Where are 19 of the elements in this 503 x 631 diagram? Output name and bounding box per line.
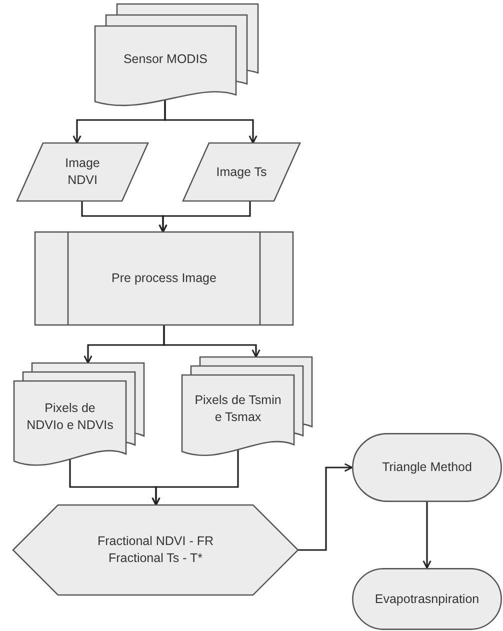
data-parallelogram <box>183 143 300 201</box>
arrow <box>158 201 251 233</box>
preparation-hexagon <box>13 505 298 595</box>
arrow <box>152 448 239 506</box>
data-parallelogram <box>17 143 148 201</box>
arrow <box>164 98 258 144</box>
arrow <box>163 325 260 358</box>
node-label: Sensor MODIS <box>123 51 208 68</box>
node-label: Fractional NDVI - FR Fractional Ts - T* <box>96 533 214 567</box>
node-label: Pixels de NDVIo e NDVIs <box>26 400 114 434</box>
predefined-process-box <box>35 232 293 325</box>
arrow <box>422 502 432 569</box>
node-label: Evapotrasnpiration <box>374 590 480 608</box>
node-label: Pre process Image <box>112 270 216 287</box>
node-label: Pixels de Tsmin e Tsmax <box>194 392 282 426</box>
node-label: Image Ts <box>216 164 267 180</box>
node-label: Triangle Method <box>382 459 472 476</box>
arrow <box>298 463 353 551</box>
node-label: Image NDVI <box>64 155 101 189</box>
